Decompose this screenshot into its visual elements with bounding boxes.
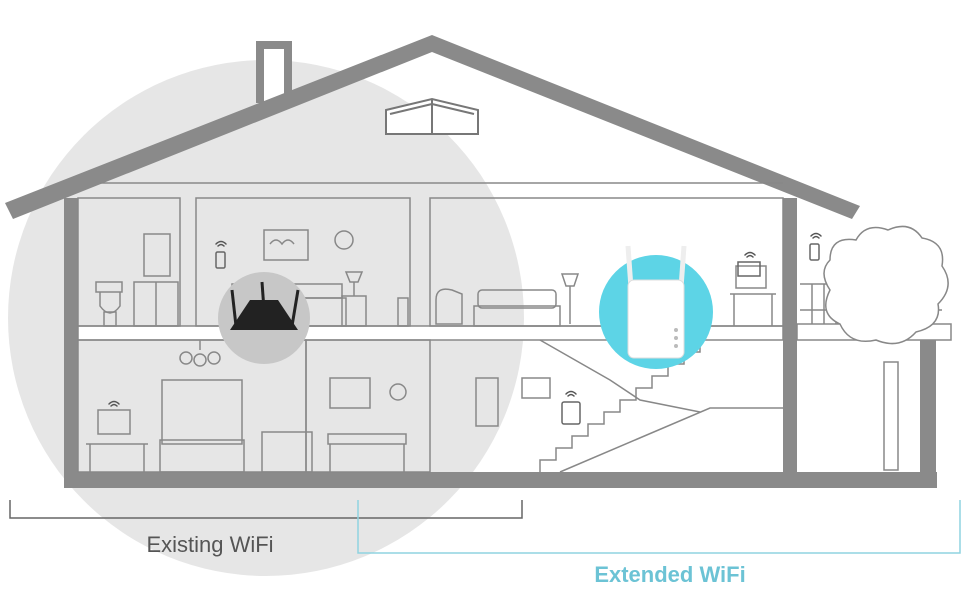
desk-with-monitor-icon — [86, 409, 148, 472]
fireplace-icon — [261, 431, 313, 473]
extended-wifi-label: Extended WiFi — [594, 562, 746, 587]
phone-icon — [215, 251, 226, 269]
wifi-extender-icon — [599, 245, 713, 369]
right-wall — [783, 198, 797, 488]
table-lamp-icon — [341, 271, 367, 327]
armchair-icon — [435, 288, 463, 325]
wifi-icon — [215, 240, 227, 247]
phone-icon-2 — [809, 243, 820, 261]
desk-with-laptop-icon — [730, 265, 776, 326]
tree-icon — [823, 225, 949, 471]
left-wall — [64, 198, 78, 488]
floor-lamp-icon — [560, 273, 580, 324]
wifi-icon-3 — [810, 232, 822, 239]
extended-wifi-bracket — [357, 500, 961, 554]
framed-picture-icon — [263, 229, 309, 261]
wifi-icon-5 — [565, 390, 577, 397]
existing-wifi-label: Existing WiFi — [146, 532, 274, 557]
wifi-icon-4 — [108, 400, 120, 407]
attic-window — [385, 97, 479, 135]
wall-art-icon — [475, 377, 499, 427]
wall-clock-icon — [334, 230, 354, 250]
framed-picture-icon-2 — [329, 377, 371, 409]
wifi-icon-2 — [744, 251, 756, 258]
sofa-icon — [473, 289, 561, 327]
tablet-icon — [561, 401, 581, 425]
wall-clock-icon-2 — [389, 383, 407, 401]
downstairs-furniture — [86, 339, 783, 473]
toilet-icon — [95, 281, 123, 327]
router-icon — [218, 272, 310, 364]
living-room-sofa-icon — [159, 439, 245, 473]
laptop-icon-small — [737, 261, 761, 277]
devices — [215, 243, 820, 425]
framed-picture-icon-3 — [521, 377, 551, 399]
wifi-icons — [108, 232, 822, 407]
dining-table-icon — [327, 433, 407, 472]
existing-wifi-bracket — [9, 500, 523, 519]
curtained-window-icon — [161, 379, 243, 445]
ground-floor-slab — [64, 472, 797, 488]
chandelier-icon — [179, 340, 221, 367]
